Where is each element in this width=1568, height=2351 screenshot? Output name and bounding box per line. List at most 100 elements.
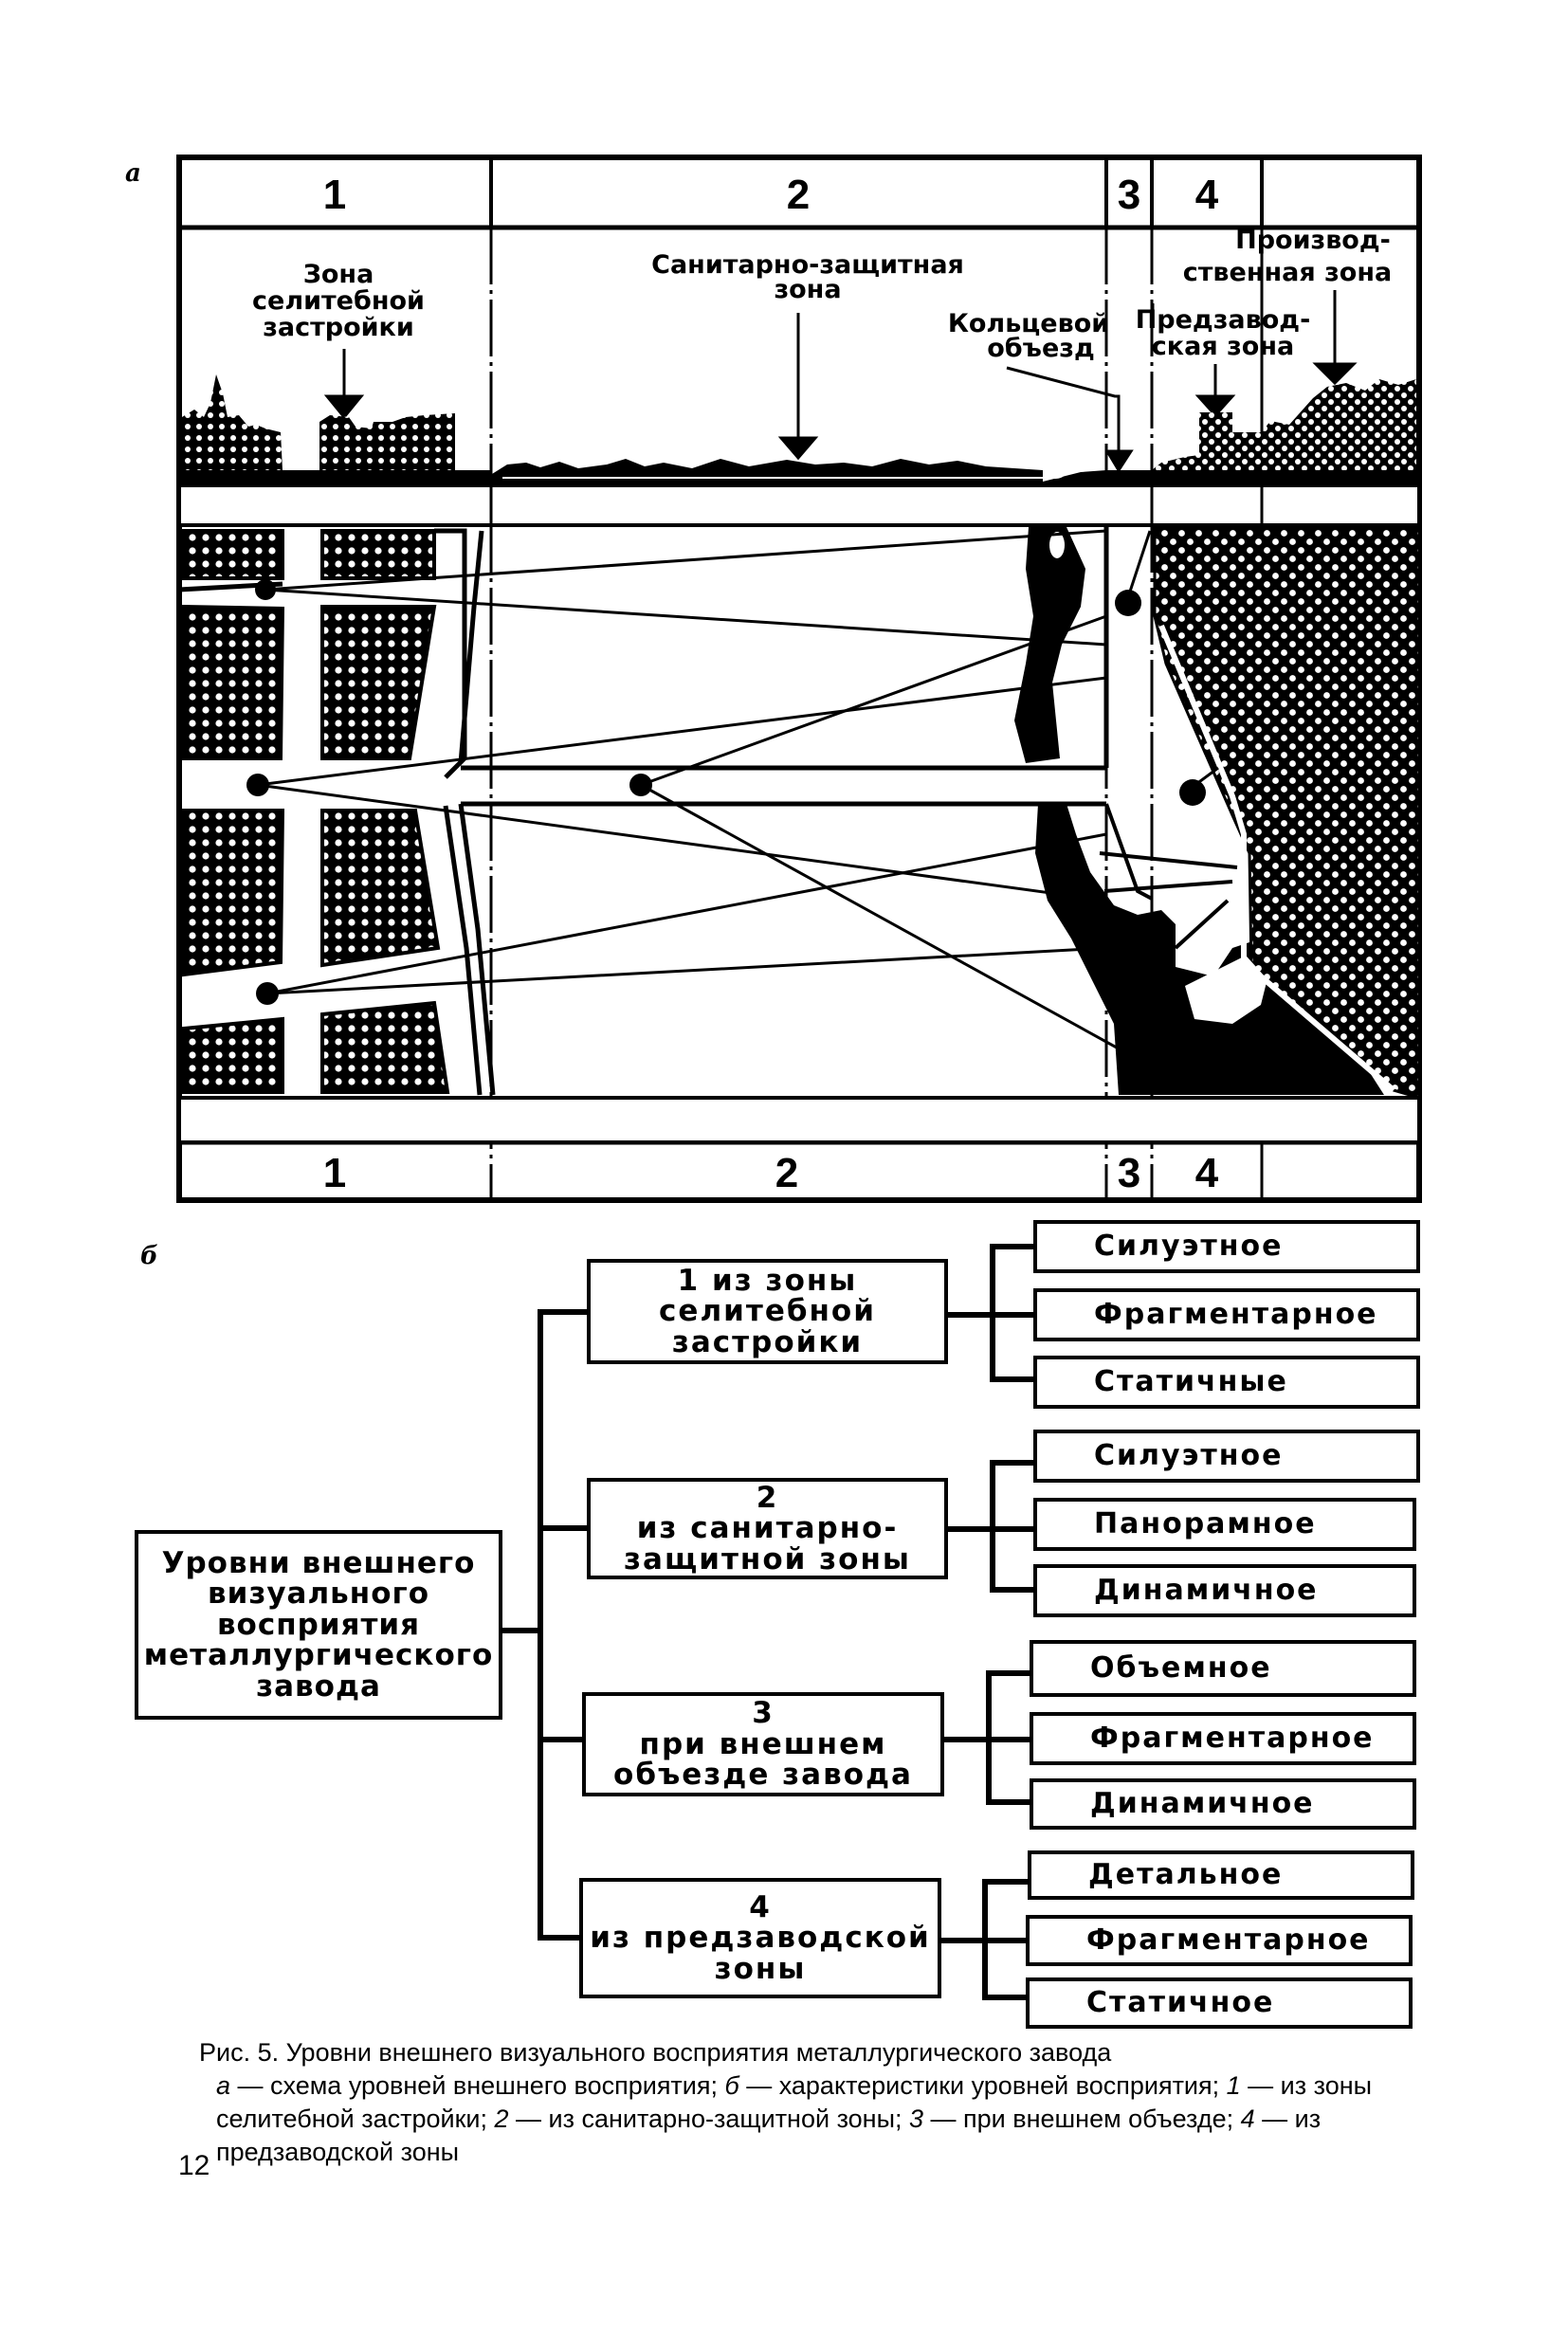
ring-road-label-line1: Кольцевой bbox=[948, 309, 1109, 338]
caption-legend-key: 2 bbox=[494, 2105, 509, 2133]
caption-legend-text: — характеристики уровней восприятия; bbox=[738, 2071, 1227, 2100]
sanitary-roads bbox=[461, 525, 1109, 807]
characteristic-box: Силуэтное bbox=[1033, 1430, 1420, 1483]
characteristic-label: Динамичное bbox=[1090, 1787, 1315, 1821]
factory-skyline bbox=[1152, 379, 1416, 470]
arrow-prefactory-icon bbox=[1194, 394, 1236, 418]
road-strip bbox=[177, 483, 1421, 527]
branch-3-tick-3 bbox=[986, 1799, 1033, 1805]
level-box-1: 1 из зоны селитебной застройки bbox=[587, 1259, 948, 1364]
characteristic-label: Силуэтное bbox=[1094, 1230, 1284, 1264]
factory-water-shapes bbox=[1014, 527, 1384, 1095]
figure-caption: Рис. 5. Уровни внешнего визуального восп… bbox=[199, 2036, 1460, 2169]
characteristic-box: Фрагментарное bbox=[1033, 1288, 1420, 1341]
root-line-5: завода bbox=[256, 1668, 381, 1704]
branch-4-tick-3 bbox=[982, 1995, 1030, 2000]
residential-streets bbox=[178, 528, 496, 1096]
top-zone-number-2: 2 bbox=[787, 172, 810, 218]
caption-legend-text: — из зоны селитебной застройки; bbox=[216, 2071, 1373, 2133]
bottom-zone-number-4: 4 bbox=[1195, 1150, 1219, 1196]
production-zone-area bbox=[1153, 525, 1421, 1101]
residential-zone-label-line2: селитебной bbox=[252, 286, 425, 316]
prefactory-zone-label-line1: Предзавод- bbox=[1136, 305, 1311, 335]
panel-b-label: б bbox=[140, 1242, 158, 1270]
characteristic-box: Объемное bbox=[1030, 1640, 1416, 1697]
level-1-connector bbox=[538, 1309, 587, 1315]
level-box-2: 2 из санитарно- защитной зоны bbox=[587, 1478, 948, 1579]
characteristic-box: Фрагментарное bbox=[1026, 1915, 1413, 1966]
branch-1-tick-1 bbox=[990, 1244, 1035, 1249]
ground-residential bbox=[179, 470, 492, 485]
residential-blocks bbox=[182, 529, 450, 1094]
level-2-line-1: 2 bbox=[756, 1480, 779, 1515]
caption-legend-text: — из санитарно-защитной зоны; bbox=[508, 2105, 909, 2133]
branch-3-tick-2 bbox=[986, 1737, 1033, 1742]
sanitary-zone-label-line1: Санитарно-защитная bbox=[651, 250, 964, 280]
ring-road-node bbox=[1046, 469, 1065, 479]
characteristic-box: Динамичное bbox=[1030, 1778, 1416, 1830]
characteristic-label: Объемное bbox=[1090, 1651, 1272, 1686]
branch-2-tick-3 bbox=[990, 1587, 1035, 1593]
root-connector bbox=[502, 1628, 540, 1633]
prefactory-zone-label-line2: ская зона bbox=[1152, 332, 1294, 361]
level-1-line-2: селитебной bbox=[659, 1294, 876, 1329]
caption-legend: а — схема уровней внешнего восприятия; б… bbox=[199, 2069, 1460, 2169]
characteristic-label: Панорамное bbox=[1094, 1507, 1317, 1541]
caption-legend-key: 3 bbox=[908, 2105, 924, 2133]
viewpoint-1a-icon bbox=[255, 579, 276, 600]
page-number: 12 bbox=[178, 2150, 210, 2181]
root-line-4: металлургического bbox=[143, 1638, 494, 1673]
characteristic-box: Панорамное bbox=[1033, 1498, 1416, 1551]
bottom-zone-number-1: 1 bbox=[323, 1150, 346, 1196]
root-box: Уровни внешнего визуального восприятия м… bbox=[135, 1530, 502, 1720]
branch-4-tick-1 bbox=[982, 1879, 1030, 1885]
prefactory-roads bbox=[1099, 803, 1238, 950]
trunk-line bbox=[538, 1309, 543, 1941]
caption-title: Рис. 5. Уровни внешнего визуального восп… bbox=[199, 2038, 1112, 2067]
ring-road-label-line2: объезд bbox=[987, 334, 1095, 363]
branch-4-tick-2 bbox=[982, 1938, 1030, 1943]
residential-zone-label-line3: застройки bbox=[263, 313, 414, 342]
characteristic-label: Детальное bbox=[1088, 1858, 1284, 1892]
characteristic-label: Динамичное bbox=[1094, 1574, 1319, 1608]
arrow-ring-road-icon bbox=[1104, 449, 1134, 473]
caption-legend-text: — из предзаводской зоны bbox=[216, 2105, 1322, 2166]
characteristic-box: Динамичное bbox=[1033, 1564, 1416, 1617]
branch-1-stem bbox=[948, 1312, 992, 1318]
characteristic-box: Детальное bbox=[1028, 1850, 1414, 1900]
sanitary-zone-label-line2: зона bbox=[774, 275, 841, 304]
root-line-3: восприятия bbox=[216, 1607, 421, 1642]
viewpoints bbox=[246, 579, 1206, 1005]
viewpoint-4-icon bbox=[1179, 779, 1206, 806]
branch-4-stem bbox=[941, 1938, 985, 1943]
level-2-line-2: из санитарно- bbox=[636, 1511, 899, 1546]
factory-boundary-road bbox=[1158, 624, 1395, 1093]
level-3-line-1: 3 bbox=[752, 1696, 775, 1731]
level-4-connector bbox=[538, 1935, 581, 1941]
branch-2-stem bbox=[948, 1526, 992, 1532]
level-4-line-1: 4 bbox=[749, 1889, 772, 1924]
caption-legend-key: 1 bbox=[1226, 2071, 1241, 2100]
level-2-connector bbox=[538, 1525, 587, 1531]
top-zone-number-4: 4 bbox=[1195, 172, 1219, 218]
level-3-line-3: объезде завода bbox=[613, 1758, 913, 1793]
sight-lines bbox=[257, 529, 1219, 1064]
residential-skyline bbox=[182, 374, 455, 470]
level-3-connector bbox=[538, 1737, 584, 1742]
viewpoint-1c-icon bbox=[256, 982, 279, 1005]
level-box-3: 3 при внешнем объезде завода bbox=[582, 1692, 944, 1796]
root-line-2: визуального bbox=[208, 1576, 429, 1612]
characteristic-label: Силуэтное bbox=[1094, 1439, 1284, 1473]
viewpoint-3-icon bbox=[1115, 590, 1141, 616]
ground-factory bbox=[1106, 470, 1419, 485]
caption-legend-key: а bbox=[216, 2071, 231, 2100]
branch-3-tick-1 bbox=[986, 1670, 1033, 1676]
level-1-line-3: застройки bbox=[671, 1324, 864, 1359]
caption-legend-key: б bbox=[724, 2071, 739, 2100]
caption-legend-text: — схема уровней внешнего восприятия; bbox=[230, 2071, 725, 2100]
level-4-line-2: из предзаводской bbox=[590, 1921, 931, 1956]
zone-schematic: 1 2 3 4 1 2 3 4 Зона селитебной застройк… bbox=[176, 155, 1422, 1203]
top-zone-number-1: 1 bbox=[323, 172, 346, 218]
production-zone-label-line1: Производ- bbox=[1235, 226, 1391, 255]
pointer-arrows bbox=[323, 281, 1358, 473]
